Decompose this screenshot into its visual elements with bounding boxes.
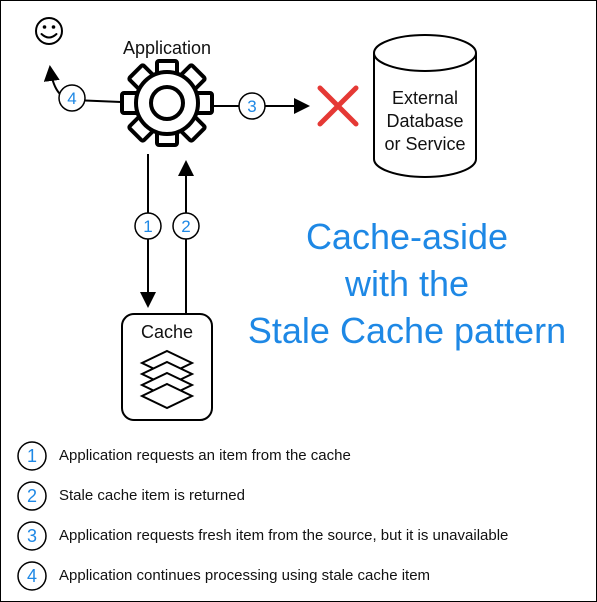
external-database-cylinder: External Database or Service [373,34,477,178]
svg-text:2: 2 [181,217,190,236]
smiley-face-icon [35,17,63,45]
svg-text:3: 3 [247,97,256,116]
svg-text:4: 4 [67,89,76,108]
database-label-line-1: External [392,88,458,108]
svg-text:1: 1 [143,217,152,236]
legend-text-4: Application continues processing using s… [59,567,430,584]
legend-text-1: Application requests an item from the ca… [59,447,351,464]
legend: 1 Application requests an item from the … [17,441,508,591]
database-label-line-3: or Service [384,134,465,154]
legend-number-3: 3 [27,526,37,546]
title-line-2: with the [344,263,469,304]
database-label-line-2: Database [386,111,463,131]
title-line-3: Stale Cache pattern [248,310,566,351]
diagram-title: Cache-aside with the Stale Cache pattern [248,216,566,351]
step-badge-3: 3 [238,92,266,120]
cache-label: Cache [141,322,193,342]
legend-number-4: 4 [27,566,37,586]
legend-item-4: 4 Application continues processing using… [17,561,430,591]
legend-text-3: Application requests fresh item from the… [59,527,508,544]
step-badge-1: 1 [134,212,162,240]
title-line-1: Cache-aside [306,216,508,257]
application-label: Application [123,38,211,58]
legend-number-2: 2 [27,486,37,506]
step-badge-2: 2 [172,212,200,240]
legend-item-2: 2 Stale cache item is returned [17,481,245,511]
red-x-icon [317,85,359,127]
step-badge-4: 4 [58,84,86,112]
legend-number-1: 1 [27,446,37,466]
gear-icon [120,59,214,147]
stack-layers-icon [139,349,195,410]
legend-text-2: Stale cache item is returned [59,487,245,504]
legend-item-1: 1 Application requests an item from the … [17,441,351,471]
legend-item-3: 3 Application requests fresh item from t… [17,521,508,551]
